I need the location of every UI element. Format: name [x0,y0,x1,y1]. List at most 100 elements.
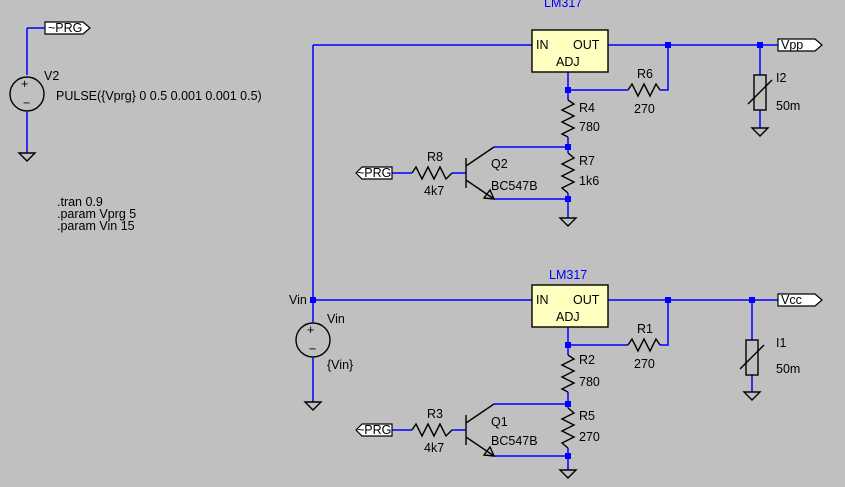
resistor-icon [627,82,661,98]
regulator-bottom[interactable]: LM317 IN OUT ADJ [531,268,609,328]
r2-value: 780 [579,375,600,389]
q2-collector-lead [465,146,495,167]
flag-shape-icon [777,293,823,307]
wire-adj-bottom[interactable] [567,327,628,346]
directive-tran: .tran 0.9 [57,195,103,209]
q2-name: Q2 [491,157,508,171]
r1-name: R1 [637,322,653,336]
r7-value: 1k6 [579,174,599,188]
flag-prg-label: ~PRG [357,166,391,180]
i1-name: I1 [776,336,786,350]
r4-name: R4 [579,101,595,115]
emitter-arrow-icon [482,188,496,200]
current-source-i2[interactable]: I2 50m [747,71,800,113]
v2-value: PULSE({Vprg} 0 0.5 0.001 0.001 0.5) [56,89,262,103]
net-flag-prg-q1[interactable]: ~PRG [355,423,393,437]
flag-prg-label: ~PRG [357,423,391,437]
net-flag-prg-top[interactable]: ~PRG [44,21,91,35]
wire-r6-out[interactable] [660,45,669,91]
variable-arrow-icon [739,344,765,370]
directive-vin: .param Vin 15 [57,219,135,233]
r3-name: R3 [427,407,443,421]
r5-name: R5 [579,409,595,423]
r8-name: R8 [427,150,443,164]
wire-adj-top[interactable] [567,72,628,91]
junction-q2-c [565,144,571,150]
net-flag-prg-q2[interactable]: ~PRG [355,166,393,180]
q1-collector-lead [465,403,495,424]
resistor-icon [560,152,576,194]
resistor-r2[interactable]: R2 780 [560,353,600,393]
transistor-q2[interactable]: Q2 BC547B [465,146,538,200]
flag-vpp-label: Vpp [781,38,803,52]
q2-model: BC547B [491,179,538,193]
pin-out: OUT [573,293,600,307]
r7-name: R7 [579,154,595,168]
resistor-icon [411,422,453,438]
i2-name: I2 [776,71,786,85]
q1-emitter-lead [465,436,495,457]
vin-value: {Vin} [327,358,353,372]
transistor-q1[interactable]: Q1 BC547B [465,403,538,457]
junction-q1-c [565,401,571,407]
ground-icon[interactable] [558,469,578,479]
resistor-icon [560,407,576,449]
junction-adj-top [565,87,571,93]
resistor-r8[interactable]: R8 4k7 [411,150,453,198]
q1-model: BC547B [491,434,538,448]
r6-value: 270 [634,102,655,116]
current-source-icon [745,339,759,376]
resistor-r1[interactable]: R1 270 [627,322,661,371]
resistor-r6[interactable]: R6 270 [627,67,661,116]
plus-sign: + [307,323,314,337]
flag-shape-icon [44,21,91,35]
spice-directives[interactable]: .tran 0.9 .param Vprg 5 .param Vin 15 [57,195,136,233]
voltage-source-vin[interactable]: + − Vin {Vin} [295,312,353,372]
emitter-arrow-icon [482,445,496,457]
junction-vpp [665,42,671,48]
q1-name: Q1 [491,415,508,429]
regulator-body [531,29,609,73]
resistor-r4[interactable]: R4 780 [560,99,600,138]
resistor-r5[interactable]: R5 270 [560,407,600,449]
grounds [17,127,770,479]
ground-icon[interactable] [558,217,578,227]
resistor-r3[interactable]: R3 4k7 [411,407,453,455]
r1-value: 270 [634,357,655,371]
net-flag-vpp[interactable]: Vpp [777,38,823,52]
resistor-icon [411,165,453,181]
voltage-source-icon [295,322,331,358]
plus-sign: + [21,77,28,91]
current-source-i1[interactable]: I1 50m [739,336,800,376]
resistor-r7[interactable]: R7 1k6 [560,152,599,194]
junction-adj-bottom [565,342,571,348]
r5-value: 270 [579,430,600,444]
regulator-top[interactable]: LM317 IN OUT ADJ [531,0,609,73]
wire-r1-out[interactable] [660,300,669,346]
flag-shape-icon [355,423,393,437]
pin-out: OUT [573,38,600,52]
regulator-bottom-name: LM317 [549,268,587,282]
ground-icon[interactable] [303,401,323,411]
current-source-icon [753,74,767,111]
junction-q2-e [565,196,571,202]
flag-prg-label: ~PRG [48,21,82,35]
ground-icon[interactable] [17,152,37,162]
resistor-icon [560,354,576,393]
voltage-source-v2[interactable]: + − V2 PULSE({Vprg} 0 0.5 0.001 0.001 0.… [9,69,262,112]
junction-vin [310,297,316,303]
r6-name: R6 [637,67,653,81]
r3-value: 4k7 [424,441,444,455]
flag-shape-icon [355,166,393,180]
ground-icon[interactable] [742,391,762,401]
net-flag-vcc[interactable]: Vcc [777,293,823,307]
vin-name: Vin [327,312,345,326]
ground-icon[interactable] [750,127,770,137]
junction-i1 [749,297,755,303]
variable-arrow-icon [747,79,773,105]
net-label-vin[interactable]: Vin [289,293,307,307]
r8-value: 4k7 [424,184,444,198]
junction-i2 [757,42,763,48]
